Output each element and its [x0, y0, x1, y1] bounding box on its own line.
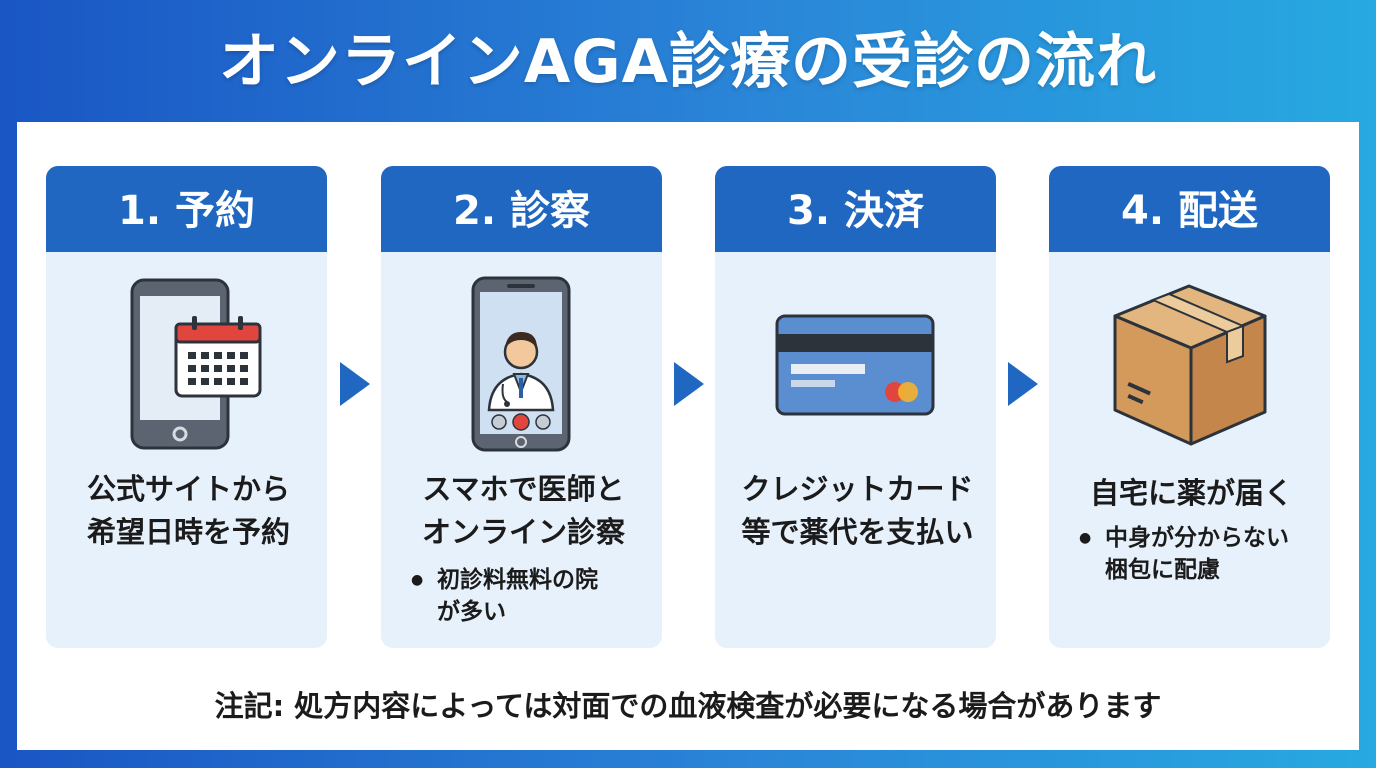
- step-description: 公式サイトから 希望日時を予約: [86, 472, 290, 549]
- step-header: 2. 診察: [381, 166, 662, 252]
- step-card-consultation: 2. 診察 スマホで医師と オンライン診察 初診料無料の院 が多い: [381, 166, 662, 648]
- step-bullet: 中身が分からない 梱包に配慮: [1079, 522, 1320, 586]
- step-description: クレジットカード 等で薬代を支払い: [741, 472, 974, 549]
- step-bullet: 初診料無料の院 が多い: [411, 564, 652, 628]
- footnote: 注記: 処方内容によっては対面での血液検査が必要になる場合があります: [214, 689, 1162, 723]
- step-header: 3. 決済: [715, 166, 996, 252]
- cardboard-box-icon: [1049, 266, 1330, 526]
- step-description: 自宅に薬が届く: [1089, 476, 1293, 510]
- step-header: 4. 配送: [1049, 166, 1330, 252]
- smartphone-calendar-icon: [46, 266, 327, 526]
- arrow-right-icon: [340, 362, 370, 406]
- step-card-reservation: 1. 予約 公式サイトから 希望日時を予約: [46, 166, 327, 648]
- arrow-right-icon: [674, 362, 704, 406]
- page-title: オンラインAGA診療の受診の流れ: [218, 27, 1158, 97]
- step-description: スマホで医師と オンライン診察: [421, 472, 625, 549]
- arrow-right-icon: [1008, 362, 1038, 406]
- step-card-delivery: 4. 配送 自宅に薬が届く 中身が分からない 梱包に配慮: [1049, 166, 1330, 648]
- credit-card-icon: [715, 266, 996, 526]
- step-card-payment: 3. 決済 クレジットカード 等で薬代を支払い: [715, 166, 996, 648]
- video-call-doctor-icon: [381, 266, 662, 526]
- step-header: 1. 予約: [46, 166, 327, 252]
